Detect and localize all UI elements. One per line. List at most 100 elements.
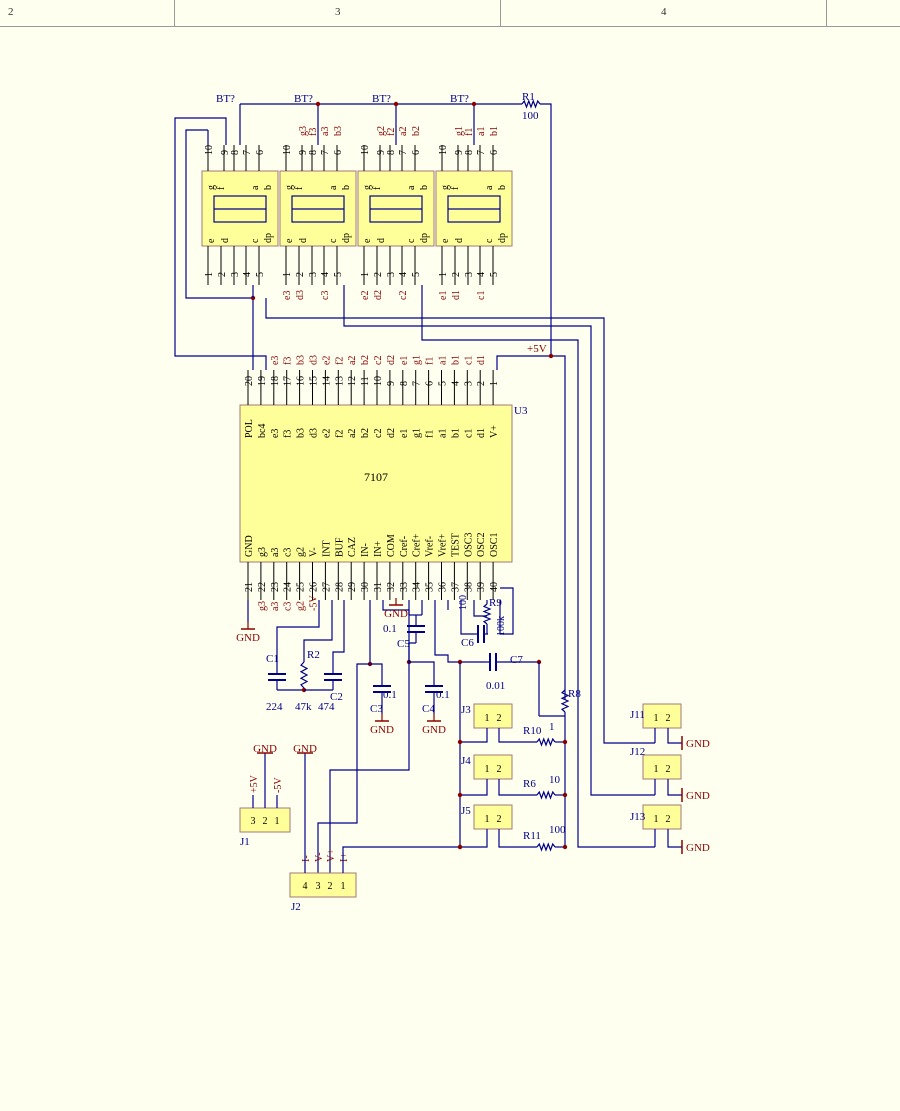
display-net-label: a3 (320, 127, 331, 136)
jumper-ref: J4 (461, 755, 471, 767)
wire (496, 355, 566, 700)
ic-pin-number: 22 (257, 582, 268, 592)
zone-label: 3 (335, 6, 341, 18)
display-segment-label: a (250, 185, 261, 190)
connector-pin-number: 4 (303, 881, 308, 892)
junction-dot (457, 844, 463, 850)
wire (498, 728, 537, 743)
ic-pin-name: e2 (321, 429, 332, 438)
display-segment-label: f (372, 186, 383, 190)
resistor-ref: R10 (523, 725, 542, 737)
ic-pin-number: 35 (425, 582, 436, 592)
ic-pin-name: INT (321, 540, 332, 557)
ic-pin-number: 5 (438, 381, 449, 386)
ic-pin-number: 39 (476, 582, 487, 592)
ic-pin-number: 9 (386, 381, 397, 386)
capacitor-ref: C4 (422, 703, 435, 715)
display-pin-number: 1 (438, 272, 449, 277)
wire (174, 117, 267, 370)
display-pin-number: 5 (255, 272, 266, 277)
resistor-ref: R8 (568, 688, 581, 700)
ic-pin-name: GND (244, 535, 255, 557)
display-pin-number: 3 (386, 272, 397, 277)
connector-body (289, 872, 357, 898)
ic-net-label: e2 (321, 356, 332, 365)
display-segment-label: c (406, 238, 417, 243)
wire (343, 285, 655, 796)
ic-pin-number: 13 (334, 376, 345, 386)
resistor-body (560, 689, 570, 713)
connector-ref: J13 (630, 811, 646, 823)
display-net-label: d1 (451, 290, 462, 300)
wire (382, 600, 410, 662)
ic-pin-name: IN+ (373, 540, 384, 557)
display-segment-label: dp (497, 233, 508, 243)
ic-pin-name: OSC2 (476, 533, 487, 557)
ic-net-label: a1 (438, 356, 449, 365)
junction-dot (562, 792, 568, 798)
ic-net-label: g3 (257, 601, 268, 611)
ic-pin-name: b1 (450, 428, 461, 438)
ic-net-label: e3 (270, 356, 281, 365)
junction-dot (548, 353, 554, 359)
net-label-plus5v: +5V (527, 343, 547, 355)
display-pin-number: 1 (360, 272, 371, 277)
capacitor-value: 0.01 (486, 680, 505, 692)
capacitor-value: 474 (318, 701, 335, 713)
ic-pin-name: d2 (386, 428, 397, 438)
capacitor-value: 0.1 (383, 623, 397, 635)
ic-pin-name: Cref- (399, 536, 410, 557)
display-segment-label: e (440, 238, 451, 243)
connector-pin-number: 1 (654, 764, 659, 775)
ic-ref: U3 (514, 405, 528, 417)
display-pin-number: 8 (386, 150, 397, 155)
ic-pin-number: 40 (489, 582, 500, 592)
ic-pin-name: g2 (296, 547, 307, 557)
display-segment-label: d (298, 238, 309, 243)
ic-pin-name: a3 (270, 548, 281, 557)
ic-pin-number: 11 (360, 376, 371, 386)
connector-pin-number: 3 (251, 816, 256, 827)
wire (434, 600, 460, 663)
resistor-body (536, 790, 556, 800)
capacitor-ref: C1 (266, 653, 279, 665)
display-net-label: f1 (464, 128, 475, 136)
ic-pin-number: 1 (489, 381, 500, 386)
display-net-label: a2 (398, 127, 409, 136)
ic-pin-name: IN- (360, 543, 371, 557)
wire (332, 600, 345, 664)
ic-pin-number: 26 (309, 582, 320, 592)
display-pin-number: 4 (398, 272, 409, 277)
ic-pin-name: BUF (334, 537, 345, 557)
connector-ref: J12 (630, 746, 645, 758)
capacitor-ref: C6 (461, 637, 474, 649)
junction-dot (393, 101, 399, 107)
gnd-label: GND (370, 724, 394, 736)
ic-pin-name: c2 (373, 429, 384, 438)
sheet-border-top: 2 3 4 (0, 0, 900, 27)
display-segment-label: dp (419, 233, 430, 243)
wire (498, 829, 537, 848)
ic-pin-name: POL (244, 419, 255, 438)
resistor-value: 1 (549, 721, 555, 733)
ic-pin-number: 36 (438, 582, 449, 592)
display-segment-label: d (454, 238, 465, 243)
display-net-label: d3 (295, 290, 306, 300)
resistor-value: 10 (549, 774, 561, 786)
display-pin-number: 1 (204, 272, 215, 277)
display-pin-number: 2 (373, 272, 384, 277)
display-pin-number: 2 (295, 272, 306, 277)
ic-pin-number: 34 (412, 582, 423, 592)
display-pin-number: 5 (333, 272, 344, 277)
ic-net-label: -5V (309, 595, 320, 611)
jumper-ref: J5 (461, 805, 471, 817)
ic-pin-name: f3 (283, 430, 294, 438)
ic-pin-number: 10 (373, 376, 384, 386)
ic-pin-number: 15 (309, 376, 320, 386)
ic-pin-name: b2 (360, 428, 371, 438)
display-segment-label: g (362, 185, 373, 190)
ic-pin-number: 25 (296, 582, 307, 592)
display-pin-number: 2 (451, 272, 462, 277)
display-pin-number: 3 (230, 272, 241, 277)
display-net-label: c3 (320, 291, 331, 300)
